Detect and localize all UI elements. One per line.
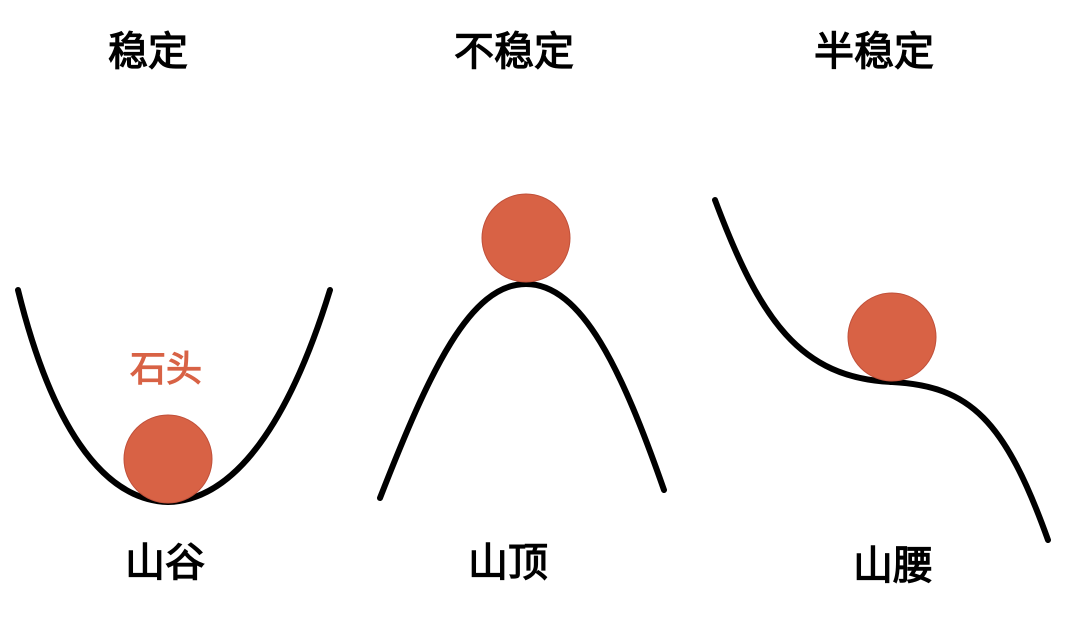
- panel-title-semistable: 半稳定: [814, 29, 934, 75]
- panel-title-stable: 稳定: [108, 29, 188, 75]
- panel-caption-hillside: 山腰: [853, 543, 933, 589]
- hilltop-curve: [377, 280, 667, 501]
- panel-caption-valley: 山谷: [125, 540, 205, 586]
- hilltop-ball: [481, 193, 571, 283]
- panel-title-unstable: 不稳定: [454, 29, 574, 75]
- valley-ball: [123, 414, 213, 504]
- hillside-ball: [847, 292, 937, 382]
- panel-caption-hilltop: 山顶: [468, 540, 548, 586]
- hillside-curve: [712, 197, 1051, 543]
- stone-label: 石头: [129, 349, 203, 390]
